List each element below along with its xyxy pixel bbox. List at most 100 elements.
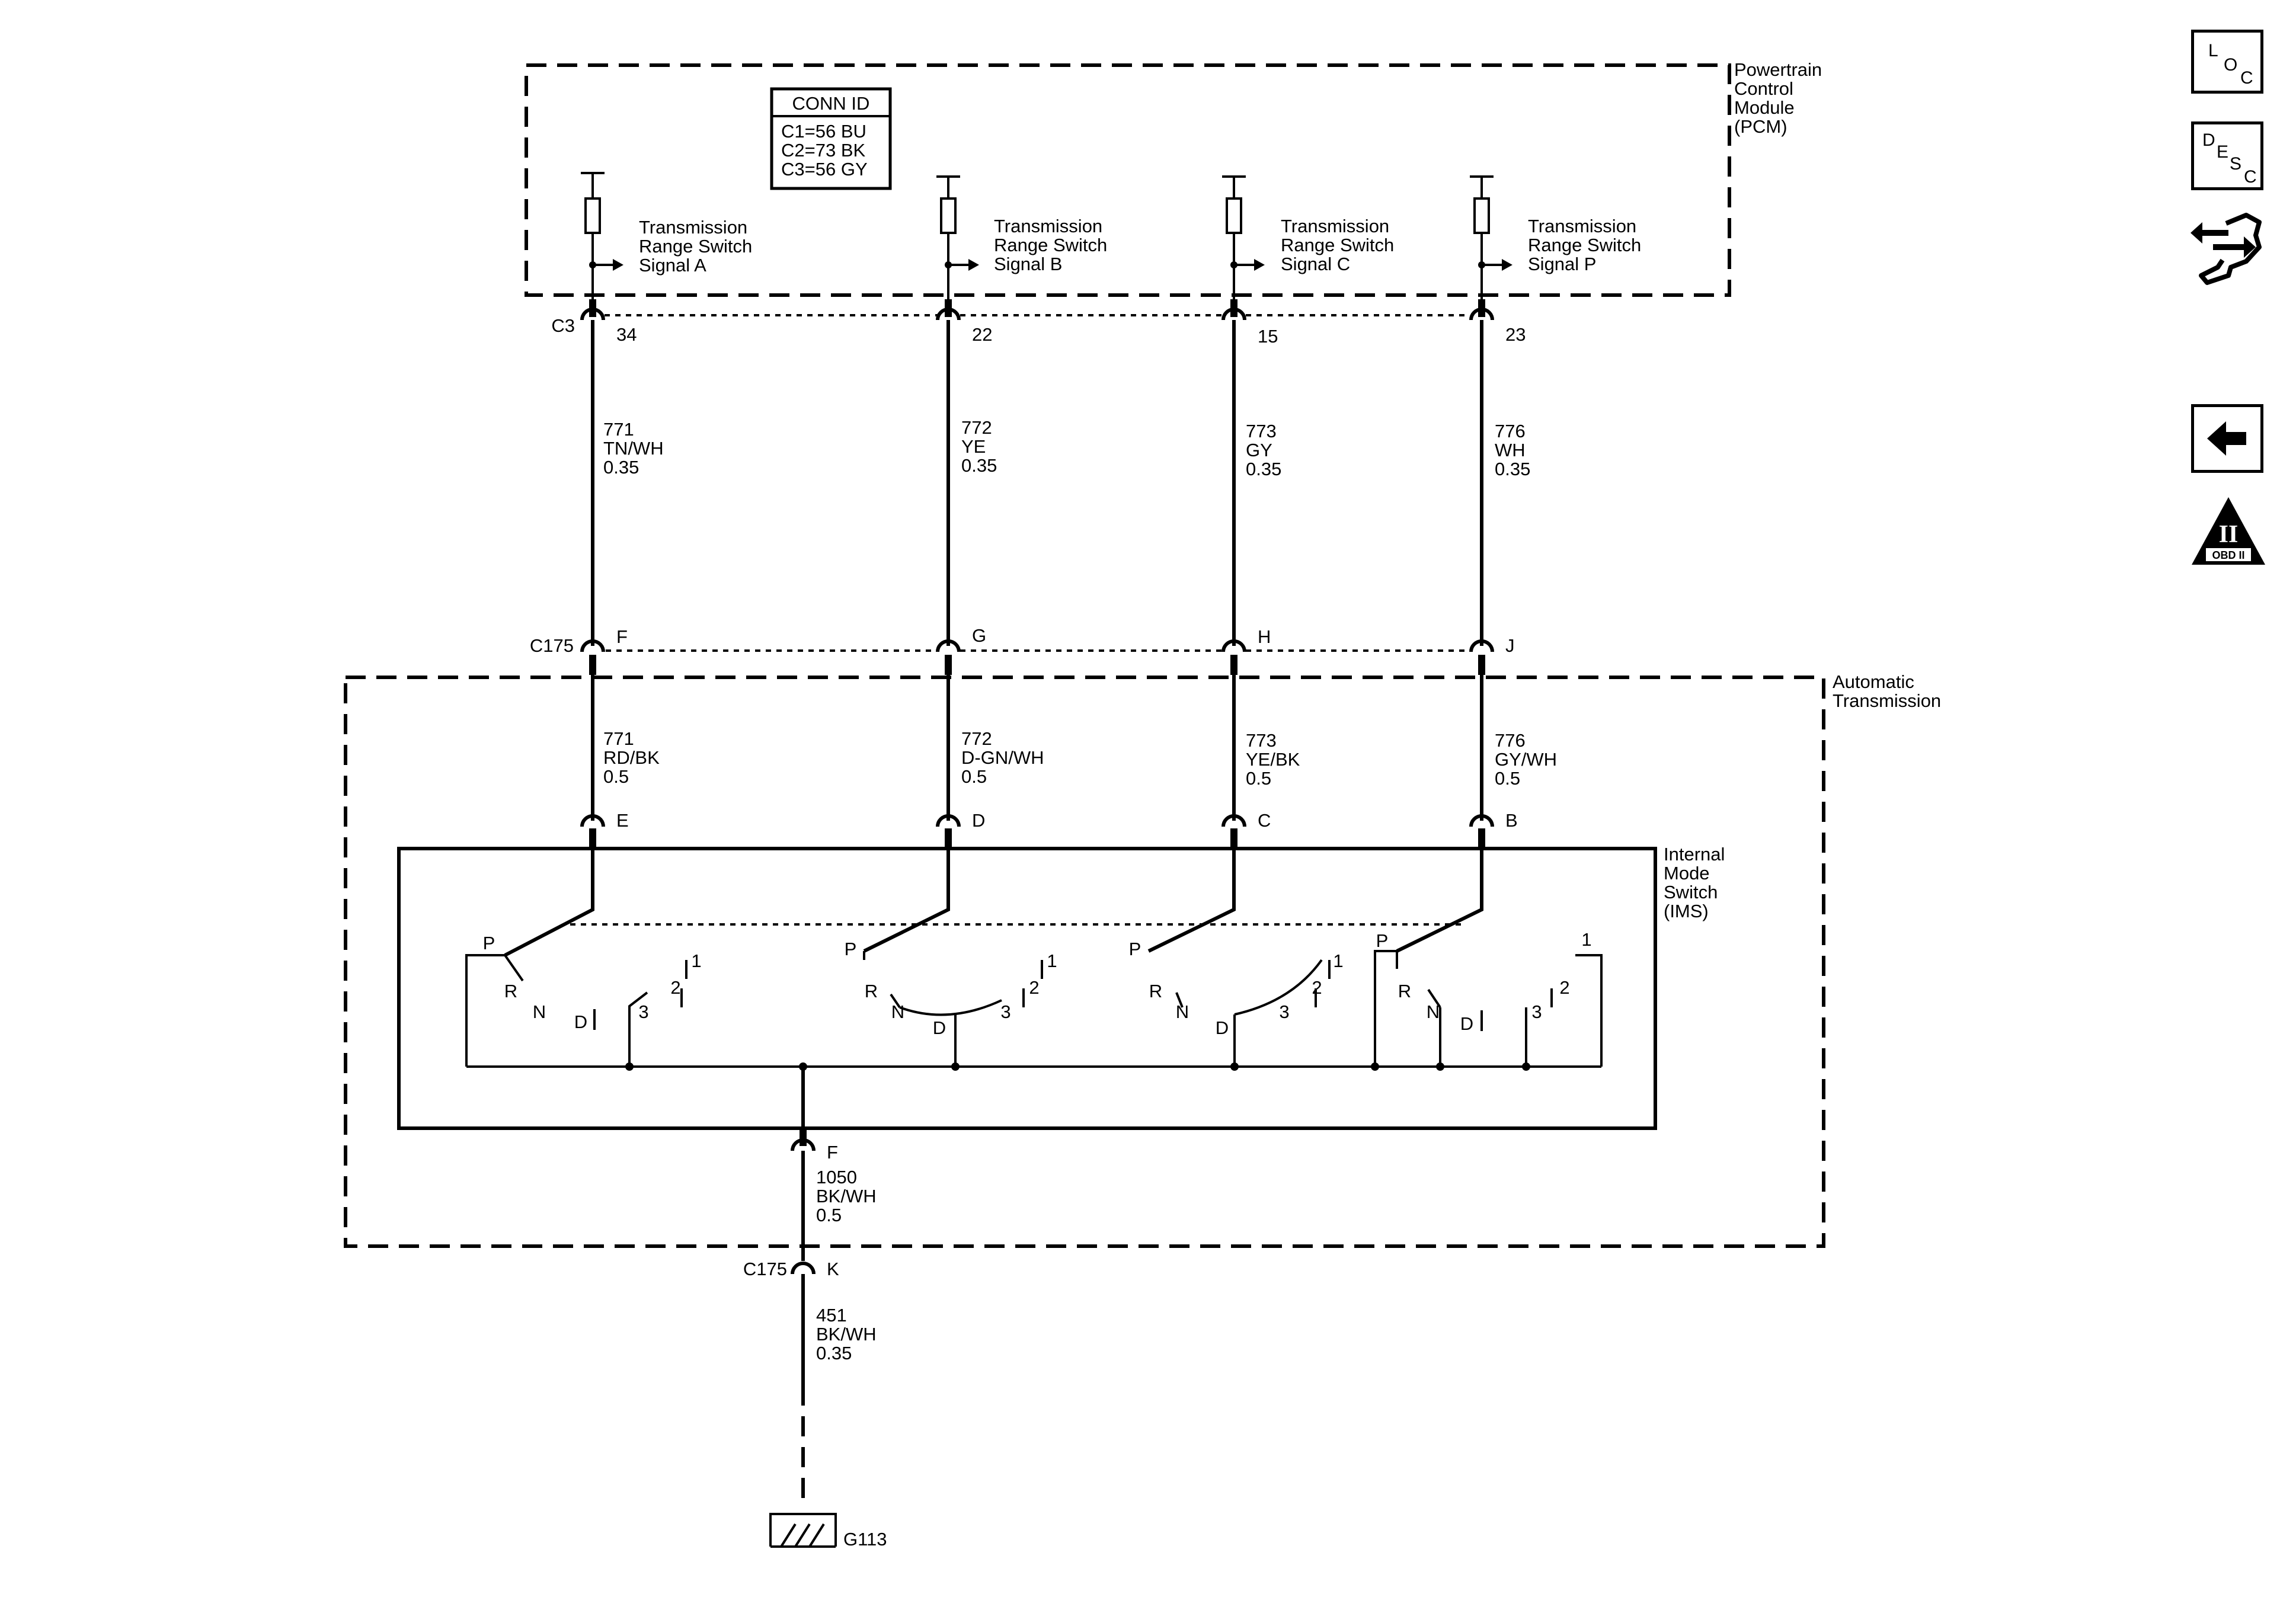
- signal-name: Signal B: [994, 254, 1062, 274]
- upper-wires: [591, 320, 1483, 646]
- description-letter: D: [2202, 130, 2215, 150]
- wire-color: WH: [1495, 440, 1526, 460]
- pos-label: 2: [1559, 977, 1569, 998]
- ims-title-line: Mode: [1664, 863, 1710, 884]
- pos-label: N: [533, 1001, 546, 1022]
- wire-gauge: 0.35: [961, 455, 997, 476]
- transmission-title-line-1: Automatic: [1833, 671, 1914, 692]
- ims-title-line: Switch: [1664, 882, 1718, 902]
- c3-pin: 23: [1505, 324, 1526, 345]
- pos-label: N: [1176, 1001, 1189, 1022]
- c175-ground-connector: C175 K 451 BK/WH 0.35: [743, 1259, 877, 1502]
- obd-ii-icon[interactable]: II OBD II: [2189, 495, 2268, 567]
- pos-label: P: [1376, 930, 1389, 951]
- back-arrow-icon: [2207, 421, 2246, 456]
- signal-name: Signal P: [1528, 254, 1596, 274]
- pcm-signal-p: Transmission Range Switch Signal P: [1470, 175, 1641, 308]
- location-button[interactable]: L O C: [2191, 30, 2263, 94]
- c175-pin: H: [1258, 626, 1271, 647]
- c175-pin: F: [616, 626, 628, 647]
- wire-color: TN/WH: [603, 438, 664, 459]
- signal-label-line: Range Switch: [639, 236, 752, 257]
- pos-label: 1: [1047, 950, 1057, 971]
- wire-color: D-GN/WH: [961, 747, 1044, 768]
- signal-label-line: Transmission: [639, 217, 747, 238]
- ims-internal-wires: [504, 849, 1483, 957]
- back-button[interactable]: [2191, 404, 2263, 473]
- wire-gauge: 0.35: [816, 1343, 852, 1363]
- ground-label: G113: [843, 1529, 887, 1550]
- description-letter: S: [2230, 154, 2242, 174]
- wire-circuit: 771: [603, 728, 634, 749]
- transmission-box: [344, 676, 1825, 1248]
- ims-pin: C: [1258, 810, 1271, 831]
- pos-label: R: [1398, 981, 1411, 1001]
- pos-label: P: [483, 933, 495, 953]
- c3-connector-label: C3: [551, 315, 575, 336]
- pos-label: R: [865, 981, 878, 1001]
- wire-gauge: 0.5: [816, 1205, 842, 1225]
- wire-circuit: 773: [1246, 421, 1277, 441]
- pos-label: R: [504, 981, 517, 1001]
- ims-title: Internal Mode Switch (IMS): [1664, 844, 1725, 921]
- pos-label: 3: [638, 1001, 648, 1022]
- switch-p: P R N D 3 2 1: [1374, 929, 1603, 1067]
- pos-label: N: [891, 1001, 904, 1022]
- wire-color: BK/WH: [816, 1324, 877, 1345]
- lower-wires: [591, 675, 1483, 821]
- wire-gauge: 0.35: [603, 457, 639, 478]
- ground-symbol: G113: [769, 1513, 887, 1550]
- wire-color: RD/BK: [603, 747, 660, 768]
- pos-label: 1: [1333, 950, 1343, 971]
- c3-pin: 15: [1258, 326, 1278, 347]
- signal-label-line: Transmission: [1528, 216, 1636, 236]
- signal-label-line: Transmission: [1281, 216, 1389, 236]
- c175-label: C175: [743, 1259, 787, 1279]
- pos-label: 3: [1000, 1001, 1011, 1022]
- pcm-title-line-4: (PCM): [1734, 116, 1787, 137]
- wire-gauge: 0.5: [603, 766, 629, 787]
- pcm-signal-c: Transmission Range Switch Signal C: [1222, 175, 1394, 308]
- pcm-box: [525, 63, 1731, 297]
- transmission-title-line-2: Transmission: [1833, 690, 1941, 711]
- pos-label: 3: [1279, 1001, 1289, 1022]
- pos-label: 2: [1312, 977, 1322, 998]
- c175-ground-pin: K: [827, 1259, 839, 1279]
- conn-id-row: C2=73 BK: [781, 140, 866, 161]
- pos-label: 2: [1029, 977, 1039, 998]
- pcm-title-line-2: Control: [1734, 78, 1793, 99]
- signal-label-line: Range Switch: [1281, 235, 1394, 255]
- pos-label: P: [845, 939, 857, 959]
- obd-roman-numeral: II: [2219, 521, 2239, 548]
- switch-a: P R N D 3 2 1: [465, 933, 702, 1067]
- pos-label: P: [1129, 939, 1141, 959]
- signal-name: Signal A: [639, 255, 706, 276]
- location-letter: C: [2240, 68, 2253, 88]
- pos-label: 1: [1581, 929, 1591, 950]
- wire-color: YE/BK: [1246, 749, 1300, 770]
- pos-label: D: [933, 1017, 946, 1038]
- wire-circuit: 1050: [816, 1167, 857, 1188]
- ims-pin: B: [1505, 810, 1518, 831]
- wire-gauge: 0.5: [1495, 768, 1520, 789]
- c175-pin: G: [972, 625, 986, 646]
- wire-circuit: 772: [961, 417, 992, 438]
- wire-gauge: 0.35: [1246, 459, 1281, 479]
- wire-circuit: 776: [1495, 421, 1526, 441]
- description-button[interactable]: D E S C: [2191, 121, 2263, 190]
- signal-label-line: Transmission: [994, 216, 1102, 236]
- conn-id-row: C3=56 GY: [781, 159, 868, 180]
- conn-id-header: CONN ID: [792, 93, 870, 114]
- pos-label: R: [1149, 981, 1162, 1001]
- c3-pin: 34: [616, 324, 637, 345]
- conn-id-table: CONN ID C1=56 BU C2=73 BK C3=56 GY: [770, 87, 892, 190]
- connector-wiring-icon[interactable]: [2189, 210, 2266, 293]
- obd-label: OBD II: [2212, 549, 2244, 561]
- ims-title-line: (IMS): [1664, 901, 1709, 921]
- pcm-title: Powertrain Control Module (PCM): [1734, 59, 1822, 137]
- location-letter: O: [2224, 55, 2238, 75]
- c175-connector: C175 F G H J: [530, 625, 1515, 675]
- signal-label-line: Range Switch: [1528, 235, 1641, 255]
- wire-gauge: 0.5: [1246, 768, 1271, 789]
